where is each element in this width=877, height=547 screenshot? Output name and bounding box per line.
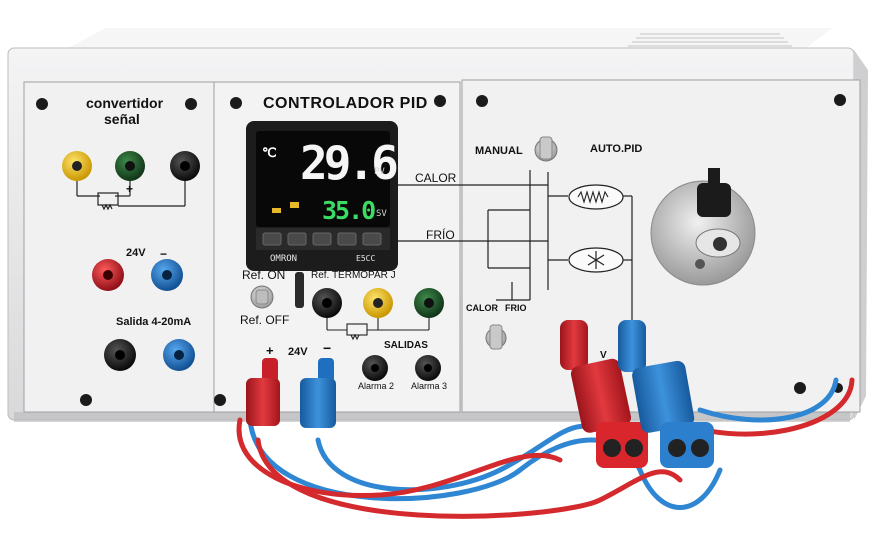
manual-auto-toggle-switch[interactable] <box>534 136 558 162</box>
jack-termopar-black[interactable] <box>312 288 342 318</box>
left-24v-label: 24V <box>126 247 146 259</box>
banana-plug-red-24v[interactable] <box>246 358 280 426</box>
controller-brand: OMRON <box>270 254 298 264</box>
pv-tag: PV <box>374 167 385 177</box>
v-mark-label: V <box>600 350 607 361</box>
left-plus-label: + <box>126 182 134 196</box>
alarma2-label: Alarma 2 <box>358 381 395 391</box>
frio-label: FRÍO <box>426 228 455 242</box>
calor-small-label: CALOR <box>466 303 498 313</box>
case-vents <box>628 33 792 47</box>
frio-small-label: FRIO <box>505 303 527 313</box>
left-minus-label: − <box>160 247 168 261</box>
controller-keys[interactable] <box>262 232 382 246</box>
pid-plus-label: + <box>266 343 274 358</box>
left-converter-symbol <box>76 181 186 211</box>
ref-on-label: Ref. ON <box>242 268 286 282</box>
ref-off-label: Ref. OFF <box>240 313 290 327</box>
manual-label: MANUAL <box>475 145 523 157</box>
calor-frio-toggle-switch[interactable] <box>485 324 507 350</box>
case-bottom-shadow <box>14 412 850 422</box>
jack-left-red-24v[interactable] <box>92 259 124 291</box>
calor-label: CALOR <box>415 171 457 185</box>
sv-value-display: 35.0 <box>322 196 376 225</box>
jack-alarma3-black[interactable] <box>415 355 441 381</box>
relay-schematic <box>462 170 633 325</box>
left-module-title: convertidor <box>86 95 164 111</box>
ref-toggle-switch[interactable] <box>250 285 274 309</box>
pid-minus-label: − <box>323 340 332 356</box>
jack-alarma2-black[interactable] <box>362 355 388 381</box>
banana-plug-red-right[interactable] <box>560 320 648 468</box>
jack-termopar-green[interactable] <box>414 288 444 318</box>
alarma3-label: Alarma 3 <box>411 381 448 391</box>
auto-pid-label: AUTO.PID <box>590 143 643 155</box>
panel-screws <box>36 94 846 406</box>
lcd-indicator <box>272 208 281 213</box>
pid-module-wires <box>398 184 462 242</box>
lcd-unit-symbol: ℃ <box>262 146 277 161</box>
lcd-indicator <box>290 202 299 208</box>
jack-left-black[interactable] <box>170 151 200 181</box>
termopar-probe-lead <box>295 272 304 308</box>
ref-termopar-label: Ref. TERMOPAR J <box>311 270 396 281</box>
termopar-symbol <box>326 318 430 341</box>
pid-module-title: CONTROLADOR PID <box>263 95 428 112</box>
jack-left-black-salida[interactable] <box>104 339 136 371</box>
sv-tag: SV <box>376 209 387 219</box>
jack-left-green[interactable] <box>115 151 145 181</box>
jack-left-blue-24v[interactable] <box>151 259 183 291</box>
jack-left-yellow[interactable] <box>62 151 92 181</box>
left-module-subtitle: señal <box>104 111 140 127</box>
snowflake-icon <box>568 247 624 273</box>
jack-termopar-yellow[interactable] <box>363 288 393 318</box>
thermocouple-mount <box>650 168 756 286</box>
salida-label: Salida 4-20mA <box>116 316 192 328</box>
pid-24v-label: 24V <box>288 346 308 358</box>
banana-plug-blue-right[interactable] <box>618 320 714 468</box>
case-top <box>68 28 832 48</box>
controller-model: E5CC <box>356 254 376 263</box>
pid-controller-lcd <box>256 131 390 227</box>
heater-resistor-symbol <box>568 184 624 210</box>
pv-value-display: 29.6 <box>300 136 399 190</box>
jack-left-blue-salida[interactable] <box>163 339 195 371</box>
banana-plug-blue-24v[interactable] <box>300 358 336 428</box>
salidas-label: SALIDAS <box>384 340 428 351</box>
